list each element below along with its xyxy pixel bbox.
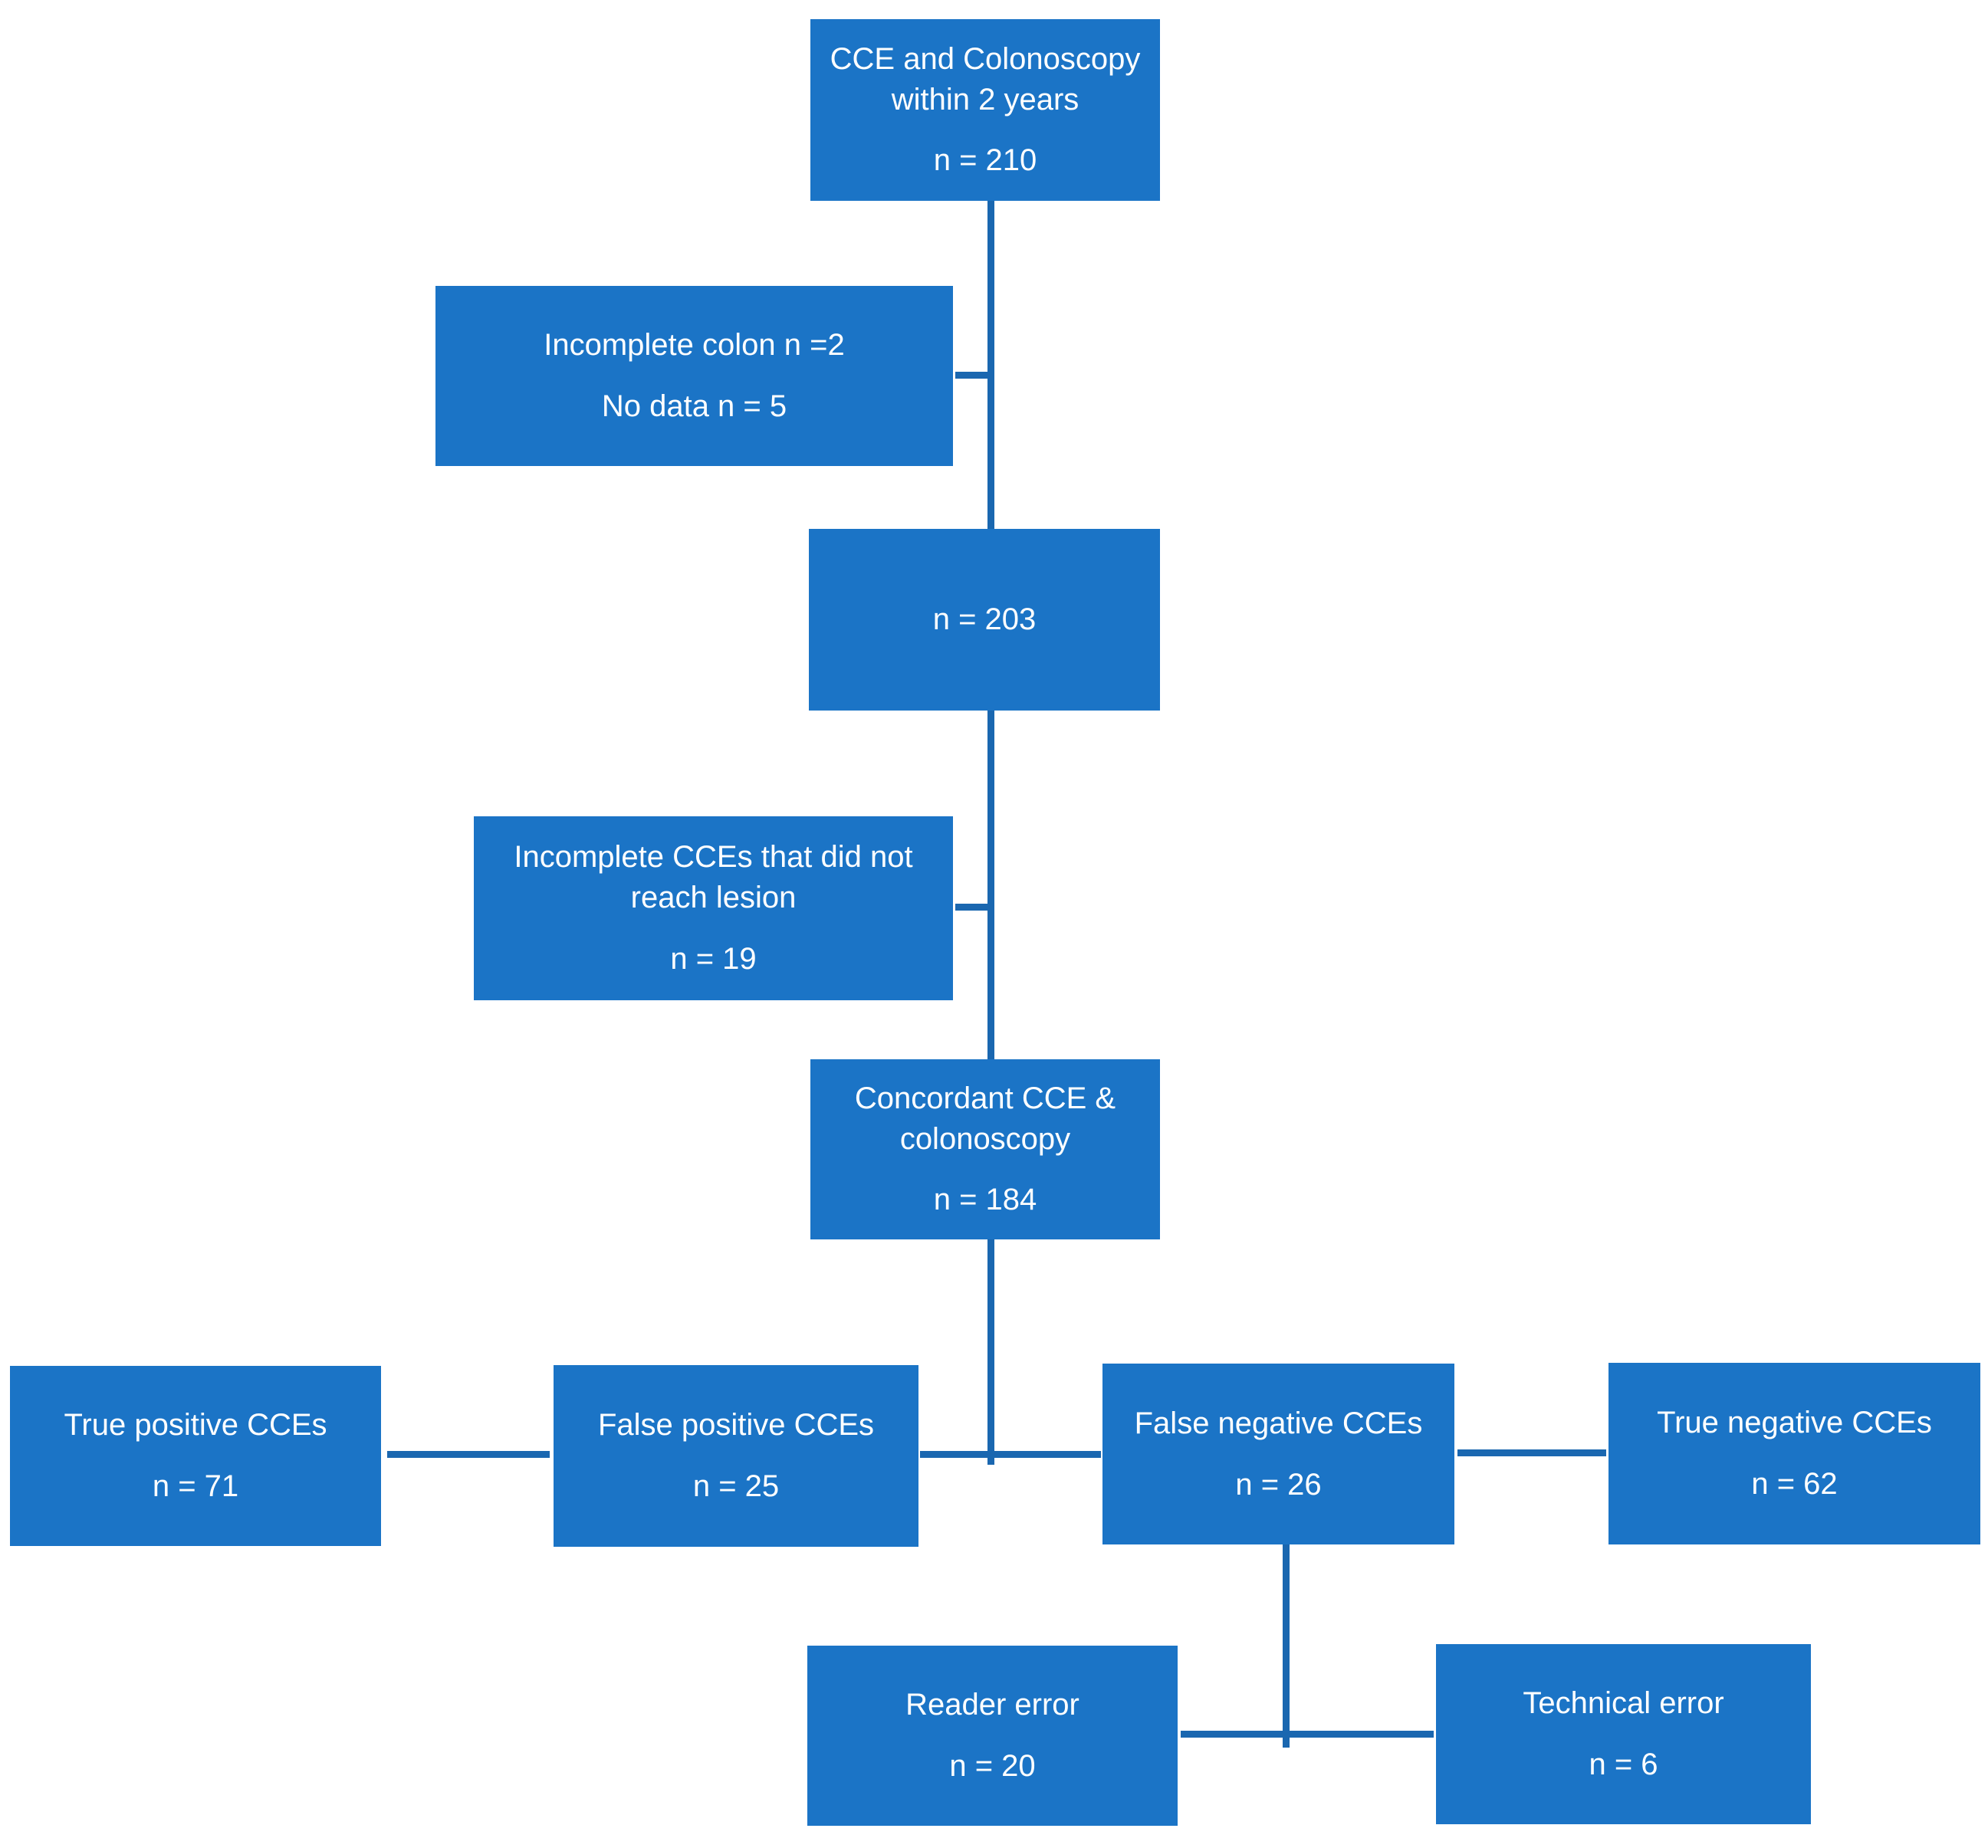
node-true-positive: True positive CCEs n = 71 [10, 1366, 381, 1546]
connector-enrolled-to-203-vertical [987, 201, 994, 530]
node-true-negative: True negative CCEs n = 62 [1608, 1363, 1980, 1544]
node-concordant-count: n = 184 [933, 1183, 1037, 1217]
connector-reader-error-to-technical-error-horizontal [1181, 1731, 1434, 1738]
node-enrolled-count: n = 210 [933, 143, 1037, 178]
node-false-positive-label: False positive CCEs [597, 1408, 875, 1443]
node-excluded-initial-label: Incomplete colon n =2 [544, 328, 845, 363]
node-enrolled: CCE and Colonoscopy within 2 years n = 2… [810, 19, 1160, 201]
node-reader-error: Reader error n = 20 [807, 1646, 1178, 1826]
node-after-initial-exclusion: n = 203 [809, 529, 1160, 711]
node-false-positive: False positive CCEs n = 25 [554, 1365, 918, 1547]
node-true-negative-count: n = 62 [1751, 1467, 1838, 1501]
node-true-positive-count: n = 71 [152, 1469, 239, 1503]
node-technical-error-count: n = 6 [1589, 1748, 1658, 1781]
node-enrolled-label: CCE and Colonoscopy within 2 years [830, 41, 1141, 117]
node-false-negative-label: False negative CCEs [1134, 1406, 1423, 1440]
node-concordant: Concordant CCE & colonoscopy n = 184 [810, 1059, 1160, 1239]
connector-excluded-initial-horizontal [955, 372, 991, 379]
node-excluded-incomplete-cce: Incomplete CCEs that did not reach lesio… [474, 816, 953, 1000]
node-reader-error-label: Reader error [905, 1688, 1079, 1722]
node-excluded-incomplete-cce-label: Incomplete CCEs that did not reach lesio… [514, 840, 913, 915]
connector-excluded-incomplete-cce-horizontal [955, 904, 991, 911]
node-false-negative-count: n = 26 [1235, 1467, 1322, 1502]
node-concordant-label: Concordant CCE & colonoscopy [854, 1081, 1116, 1156]
node-reader-error-count: n = 20 [949, 1749, 1036, 1783]
connector-false-positive-to-false-negative-horizontal [920, 1451, 1101, 1458]
node-technical-error: Technical error n = 6 [1436, 1644, 1811, 1824]
connector-true-positive-to-false-positive-horizontal [387, 1451, 550, 1458]
connector-false-negative-to-errors-vertical [1283, 1544, 1290, 1748]
node-excluded-incomplete-cce-count: n = 19 [670, 941, 757, 976]
node-false-positive-count: n = 25 [692, 1469, 780, 1503]
node-after-initial-exclusion-count: n = 203 [932, 602, 1037, 637]
node-technical-error-label: Technical error [1523, 1686, 1724, 1721]
node-true-positive-label: True positive CCEs [64, 1408, 327, 1443]
node-excluded-initial-count: No data n = 5 [601, 389, 787, 423]
connector-203-to-concordant-vertical [987, 711, 994, 1061]
connector-false-negative-to-true-negative-horizontal [1457, 1449, 1606, 1456]
connector-concordant-to-outcome-row-vertical [987, 1238, 994, 1465]
node-false-negative: False negative CCEs n = 26 [1102, 1364, 1454, 1544]
node-excluded-initial: Incomplete colon n =2 No data n = 5 [435, 286, 953, 466]
node-true-negative-label: True negative CCEs [1657, 1406, 1932, 1440]
